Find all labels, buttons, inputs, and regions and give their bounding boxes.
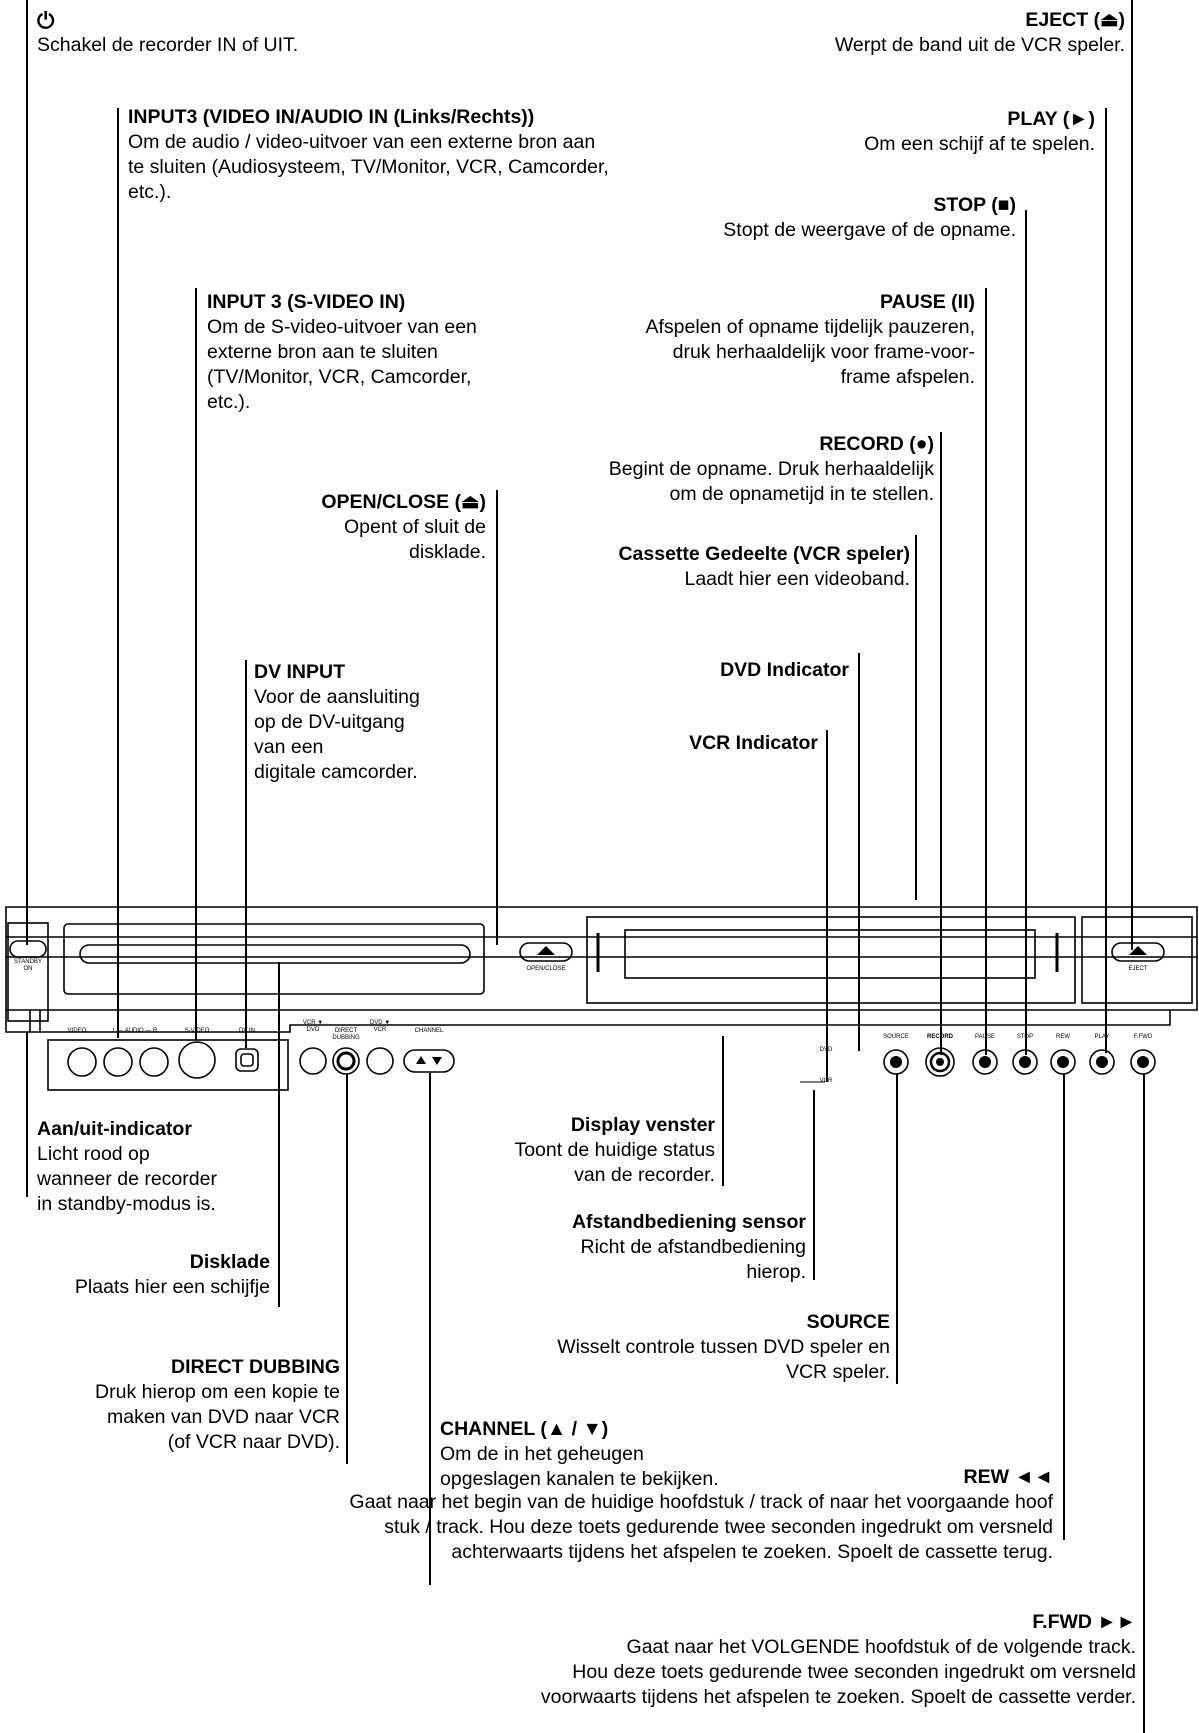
dvd-indicator-print: DVD — [816, 1047, 836, 1054]
callout-channel: CHANNEL (▲ / ▼) Om de in het geheugen op… — [440, 1418, 719, 1490]
dv-input-leader — [245, 660, 247, 1048]
eject-print: EJECT — [1128, 966, 1148, 972]
disc-tray — [79, 944, 471, 964]
audio-print: L — AUDIO — R — [112, 1028, 158, 1034]
dvin-print: DV IN — [238, 1028, 255, 1034]
callout-cassette: Cassette Gedeelte (VCR speler) Laadt hie… — [618, 543, 910, 590]
record-print: RECORD — [922, 1034, 958, 1041]
open-close-button-shape — [519, 942, 573, 962]
callout-disc-tray: Disklade Plaats hier een schijfje — [74, 1251, 270, 1298]
callout-dv-input: DV INPUT Voor de aansluiting op de DV-ui… — [254, 661, 420, 783]
direct-dubbing-print: DIRECT DUBBING — [332, 1028, 360, 1041]
open-close-print: OPEN/CLOSE — [526, 966, 566, 972]
callout-input3-svideo: INPUT 3 (S-VIDEO IN) Om de S-video-uitvo… — [207, 291, 477, 413]
callout-power: ⏻ Schakel de recorder IN of UIT. — [37, 8, 299, 56]
svideo-print: S-VIDEO — [184, 1028, 210, 1034]
audio-l-jack — [103, 1047, 133, 1077]
vcr-door — [586, 916, 1076, 1004]
recorder-body — [5, 906, 1198, 1033]
video-jack — [67, 1047, 97, 1077]
input-jack-panel — [47, 1039, 289, 1091]
power-leader — [26, 0, 28, 945]
power-icon: ⏻ — [37, 8, 55, 33]
direct-dubbing-leader — [346, 1074, 348, 1464]
callout-open-close: OPEN/CLOSE (⏏) Opent of sluit de disklad… — [321, 491, 486, 563]
audio-r-jack — [139, 1047, 169, 1077]
callout-play: PLAY (►) Om een schijf af te spelen. — [864, 108, 1095, 155]
cassette-leader — [915, 535, 917, 900]
callout-direct-dubbing: DIRECT DUBBING Druk hierop om een kopie … — [95, 1356, 340, 1453]
play-button — [1089, 1049, 1115, 1075]
play-print: PLAY — [1094, 1034, 1110, 1040]
record-leader — [940, 432, 942, 1055]
callout-source: SOURCE Wisselt controle tussen DVD spele… — [557, 1311, 890, 1383]
callout-ffwd: F.FWD ►► Gaat naar het VOLGENDE hoofdstu… — [540, 1611, 1136, 1708]
eject-button-shape — [1111, 942, 1165, 962]
input3-svideo-leader — [195, 288, 197, 1040]
ffwd-leader — [1143, 1074, 1145, 1733]
callout-record: RECORD (●) Begint de opname. Druk herhaa… — [608, 433, 934, 505]
input3-av-leader — [117, 108, 119, 1038]
source-leader — [896, 1074, 898, 1384]
dvd-indicator-leader — [858, 653, 860, 1051]
callout-rew: REW ◄◄ Gaat naar het begin van de huidig… — [349, 1466, 1053, 1563]
ffwd-print: F.FWD — [1133, 1034, 1153, 1040]
dvd-vcr-print: DVD ▼ VCR — [369, 1020, 391, 1033]
channel-leader — [429, 1073, 431, 1585]
channel-print: CHANNEL — [414, 1028, 444, 1034]
callout-power-indicator: Aan/uit-indicator Licht rood op wanneer … — [37, 1118, 217, 1215]
open-close-leader — [496, 490, 498, 945]
rew-leader — [1063, 1074, 1065, 1540]
callout-stop: STOP (■) Stopt de weergave of de opname. — [723, 194, 1016, 241]
pause-leader — [985, 288, 987, 1055]
dvd-vcr-button — [366, 1047, 394, 1075]
dvd-tray-panel — [63, 923, 485, 995]
on-print: ON — [23, 966, 33, 972]
display-leader — [722, 1036, 724, 1186]
channel-button-shape — [403, 1049, 455, 1073]
callout-remote-sensor: Afstandbediening sensor Richt de afstand… — [571, 1211, 806, 1283]
callout-vcr-indicator: VCR Indicator — [689, 732, 818, 754]
stop-leader — [1025, 210, 1027, 1055]
callout-pause: PAUSE (II) Afspelen of opname tijdelijk … — [645, 291, 975, 388]
callout-input3-av: INPUT3 (VIDEO IN/AUDIO IN (Links/Rechts)… — [128, 106, 609, 203]
callout-display: Display venster Toont de huidige status … — [514, 1114, 715, 1186]
callout-eject: EJECT (⏏) Werpt de band uit de VCR spele… — [834, 9, 1125, 56]
svideo-jack — [178, 1041, 216, 1079]
play-leader — [1105, 108, 1107, 1053]
vcr-dvd-print: VCR ▼ DVD — [302, 1020, 324, 1033]
vcr-dvd-button — [299, 1047, 327, 1075]
callout-dvd-indicator: DVD Indicator — [720, 659, 849, 681]
source-print: SOURCE — [883, 1034, 909, 1040]
power-indicator-leader — [26, 1032, 28, 1197]
standby-print: STANDBY — [14, 959, 42, 965]
rew-print: REW — [1056, 1034, 1070, 1040]
cassette-slot — [624, 929, 1036, 979]
power-button-shape — [9, 940, 47, 958]
video-print: VIDEO — [67, 1028, 87, 1034]
vcr-indicator-print: VCR — [816, 1078, 836, 1085]
vcr-indicator-leader — [826, 730, 828, 1082]
dv-jack — [235, 1048, 259, 1072]
disc-tray-leader — [278, 962, 280, 1307]
stop-print: STOP — [1010, 1034, 1040, 1041]
power-strip — [7, 922, 49, 1022]
remote-sensor-leader — [813, 1090, 815, 1280]
eject-leader — [1131, 0, 1133, 950]
